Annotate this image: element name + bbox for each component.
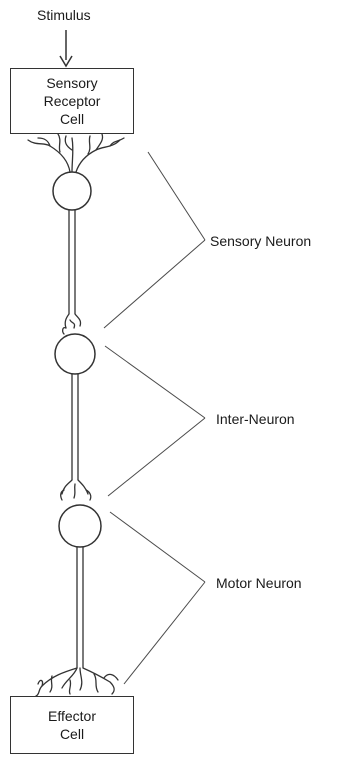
inter-neuron-label: Inter-Neuron — [216, 411, 295, 427]
sensory-neuron-axon — [68, 210, 76, 314]
sensory-receptor-cell-box: Sensory Receptor Cell — [10, 68, 134, 134]
sensory-receptor-line1: Sensory — [46, 75, 98, 91]
effector-cell-box: Effector Cell — [10, 696, 134, 754]
sensory-receptor-line2: Receptor — [43, 93, 101, 109]
stimulus-arrow — [59, 30, 73, 68]
sensory-neuron-body — [52, 171, 92, 211]
inter-neuron-body — [54, 333, 96, 375]
motor-neuron-bracket — [109, 511, 206, 685]
motor-neuron-label: Motor Neuron — [216, 575, 302, 591]
motor-neuron-axon — [76, 547, 84, 668]
inter-axon-terminal — [60, 479, 92, 501]
effector-cell-line1: Effector — [48, 708, 96, 724]
sensory-neuron-bracket — [103, 151, 206, 329]
effector-cell-line2: Cell — [59, 726, 85, 742]
motor-axon-terminals — [35, 667, 119, 697]
inter-neuron-bracket — [104, 345, 206, 497]
sensory-axon-terminal — [62, 313, 82, 335]
motor-neuron-body — [58, 504, 102, 548]
sensory-receptor-line3: Cell — [59, 111, 85, 127]
stimulus-label: Stimulus — [37, 7, 91, 23]
sensory-dendrites — [27, 133, 125, 173]
inter-neuron-axon — [71, 374, 79, 480]
sensory-neuron-label: Sensory Neuron — [210, 233, 312, 249]
